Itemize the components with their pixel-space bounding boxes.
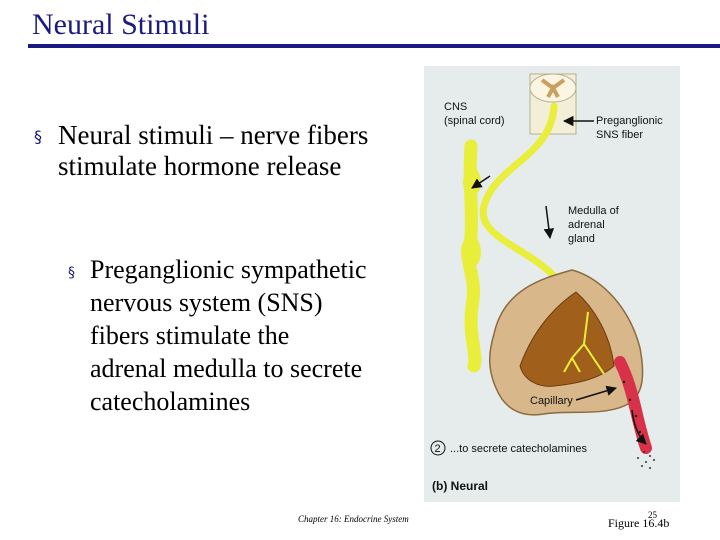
figure-caption: (b) Neural	[432, 479, 488, 493]
adrenal-gland	[489, 269, 644, 416]
capillary-arrow	[575, 385, 618, 401]
step-text: ...to secrete catecholamines	[450, 443, 587, 455]
medulla-label-line3: gland	[568, 233, 595, 245]
capillary-label: Capillary	[530, 395, 573, 407]
bullet-level-2: § Preganglionic sympathetic nervous syst…	[68, 253, 368, 418]
medulla-label-line2: adrenal	[568, 219, 605, 231]
bullet-marker: §	[34, 127, 42, 146]
figure-illustration: CNS (spinal cord) Preganglionic SNS fibe…	[430, 73, 663, 493]
catecholamine-dots	[637, 451, 655, 469]
cns-label-line2: (spinal cord)	[444, 115, 505, 127]
cns-arrow	[471, 175, 491, 189]
sub-bullet-marker: §	[68, 265, 75, 281]
medulla-label-line1: Medulla of	[568, 205, 620, 217]
step-number: 2	[435, 443, 441, 455]
figure-reference: Figure 16.4b	[608, 516, 670, 530]
medulla-nerve-endings	[563, 311, 605, 375]
step-number-circle	[430, 440, 446, 456]
page-number: 25	[648, 510, 657, 520]
slide-footer: Chapter 16: Endocrine System	[298, 514, 409, 524]
preganglionic-label-line2: SNS fiber	[596, 129, 643, 141]
secretion-arrow	[631, 409, 647, 445]
preganglionic-label-line1: Preganglionic	[596, 115, 663, 127]
slide-title: Neural Stimuli	[32, 8, 210, 41]
title-underline	[28, 44, 720, 48]
adrenal-neural-figure: CNS (spinal cord) Preganglionic SNS fibe…	[424, 66, 680, 502]
medulla-arrow	[543, 205, 555, 240]
bullet-text-preganglionic: Preganglionic sympathetic nervous system…	[90, 255, 367, 416]
cns-label-line1: CNS	[444, 101, 467, 113]
bullet-level-1: § Neural stimuli – nerve fibers stimulat…	[34, 120, 374, 182]
bullet-text-neural-stimuli: Neural stimuli – nerve fibers stimulate …	[58, 120, 369, 181]
